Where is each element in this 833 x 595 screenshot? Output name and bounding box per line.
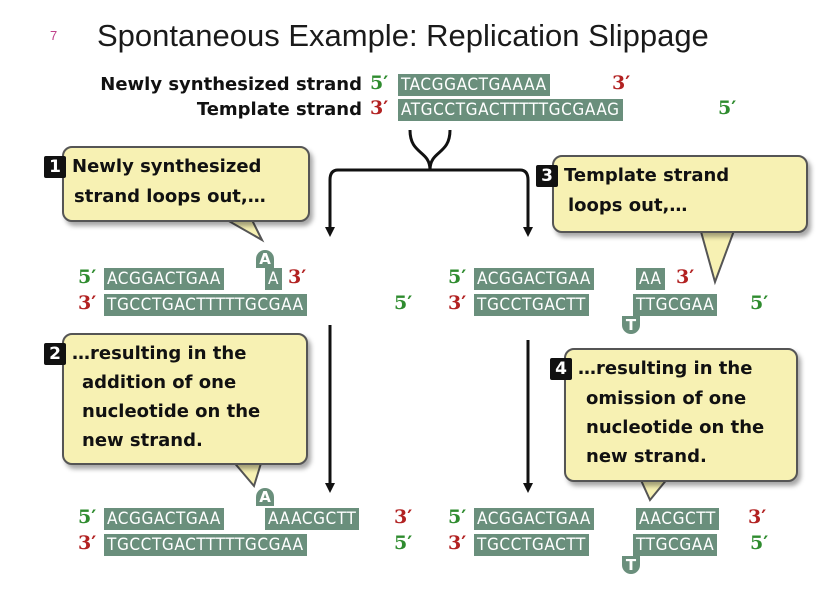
callout-3-line1: Template strand [564,165,730,186]
right-bottom-bottom-three-prime: 3′ [448,532,467,554]
right-bottom-top-five-prime: 5′ [448,506,467,528]
right-mid-bottom-sequence: TGCCTGACTT [474,294,589,316]
left-mid-bottom-sequence: TGCCTGACTTTTTGCGAA [104,294,307,316]
callout-3-line2: loops out,… [568,195,688,216]
right-mid-bottom-three-prime: 3′ [448,292,467,314]
callout-4-line1: …resulting in the [578,358,753,379]
right-bottom-top-three-prime: 3′ [748,506,767,528]
right-bottom-top-sequence: ACGGACTGAA [474,508,594,530]
right-mid-loop-out-base: T [622,316,640,334]
right-mid-bottom-sequence-end: TTGCGAA [632,294,718,316]
callout-2-line3: nucleotide on the [82,401,261,422]
right-bottom-top-sequence-end: AACGCTT [636,508,719,530]
top-new-five-prime: 5′ [370,72,389,94]
left-bottom-top-sequence-end: AAACGCTT [264,508,360,530]
right-mid-top-sequence: ACGGACTGAA [474,268,594,290]
left-bottom-bottom-five-prime: 5′ [394,532,413,554]
right-mid-top-three-prime: 3′ [676,266,695,288]
left-bottom-bottom-sequence: TGCCTGACTTTTTGCGAA [104,534,307,556]
top-template-five-prime: 5′ [718,97,737,119]
left-mid-bottom-three-prime: 3′ [78,292,97,314]
callout-3-tail [698,227,737,286]
right-bottom-bottom-sequence-end: TTGCGAA [632,534,718,556]
callout-3: 3 Template strand loops out,… [536,155,808,233]
top-new-three-prime: 3′ [612,72,631,94]
left-mid-top-sequence: ACGGACTGAA [104,268,224,290]
left-bottom-top-sequence: ACGGACTGAA [104,508,224,530]
left-mid-top-five-prime: 5′ [78,266,97,288]
callout-1-line1: Newly synthesized [72,156,262,177]
arrow-to-right-mid [430,168,533,237]
callout-4-line4: new strand. [586,446,707,467]
right-mid-top-five-prime: 5′ [448,266,467,288]
step-1-badge: 1 [44,156,66,178]
step-2-badge: 2 [44,343,66,365]
template-strand-label: Template strand [196,99,362,120]
left-mid-loop-out-base: A [256,250,274,268]
right-mid-top-sequence-end: AA [636,268,665,290]
arrow-to-left-mid [325,168,430,237]
callout-2-line1: …resulting in the [72,343,247,364]
brace-bracket [408,129,452,171]
left-mid-bottom-five-prime: 5′ [394,292,413,314]
top-template-three-prime: 3′ [370,97,389,119]
callout-2-line2: addition of one [82,372,237,393]
left-bottom-top-five-prime: 5′ [78,506,97,528]
left-mid-top-sequence-end: A [264,268,283,290]
slide-title: Spontaneous Example: Replication Slippag… [97,18,709,53]
callout-2-line4: new strand. [82,430,203,451]
right-mid-bottom-five-prime: 5′ [750,292,769,314]
callout-4-line3: nucleotide on the [586,417,765,438]
callout-1: 1 Newly synthesized strand loops out,… [44,146,310,222]
slide-number: 7 [50,28,58,43]
left-bottom-bottom-three-prime: 3′ [78,532,97,554]
step-4-badge: 4 [550,358,572,380]
callout-2: 2 …resulting in the addition of one nucle… [44,333,308,465]
right-bottom-bottom-sequence: TGCCTGACTT [474,534,589,556]
right-bottom-bottom-five-prime: 5′ [750,532,769,554]
left-bottom-top-three-prime: 3′ [394,506,413,528]
step-3-badge: 3 [536,165,558,187]
left-mid-top-three-prime: 3′ [288,266,307,288]
callout-4: 4 …resulting in the omission of one nucle… [550,348,798,482]
top-new-sequence: TACGGACTGAAAA [398,74,550,96]
right-bottom-loop-out-base: T [622,556,640,574]
new-strand-label: Newly synthesized strand [100,74,362,95]
callout-4-line2: omission of one [586,388,747,409]
left-bottom-inserted-base: A [256,488,274,506]
top-template-sequence: ATGCCTGACTTTTTGCGAAG [398,99,623,121]
callout-1-line2: strand loops out,… [74,186,266,207]
